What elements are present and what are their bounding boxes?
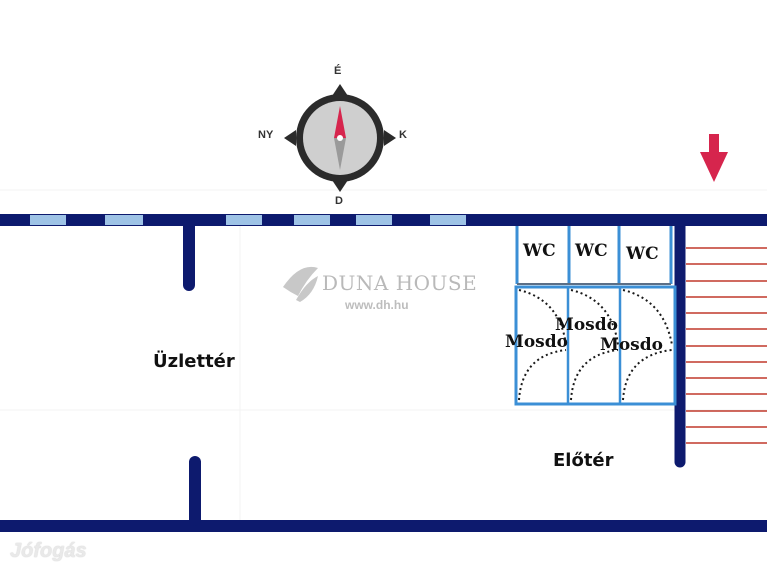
watermark-url: www.dh.hu	[345, 298, 409, 312]
room-label-shop: Üzlettér	[153, 351, 235, 372]
compass-north-label: É	[334, 65, 342, 77]
wc-cubicles	[515, 226, 673, 284]
compass	[284, 84, 396, 192]
bottom-wall	[0, 520, 767, 532]
sink-room	[514, 285, 677, 406]
sink-label: Mosdo	[600, 335, 663, 355]
wc-label: WC	[523, 241, 556, 261]
room-label-hall: Előtér	[553, 450, 614, 471]
compass-east-label: K	[399, 129, 407, 141]
watermark-brand: DUNA HOUSE	[322, 271, 478, 295]
background-grid	[0, 189, 767, 525]
site-badge-jofogas: Jófogás	[10, 540, 87, 562]
window-segments	[30, 215, 466, 225]
stairs	[686, 247, 767, 444]
entrance-arrow	[700, 134, 728, 182]
compass-south-label: D	[335, 195, 343, 207]
sink-label: Mosdo	[505, 332, 568, 352]
sink-label: Mosdo	[555, 315, 618, 335]
wc-label: WC	[626, 244, 659, 264]
brand-logo-mark	[283, 266, 318, 302]
wc-label: WC	[575, 241, 608, 261]
sink-room-dividers	[566, 287, 622, 404]
compass-west-label: NY	[258, 129, 274, 141]
